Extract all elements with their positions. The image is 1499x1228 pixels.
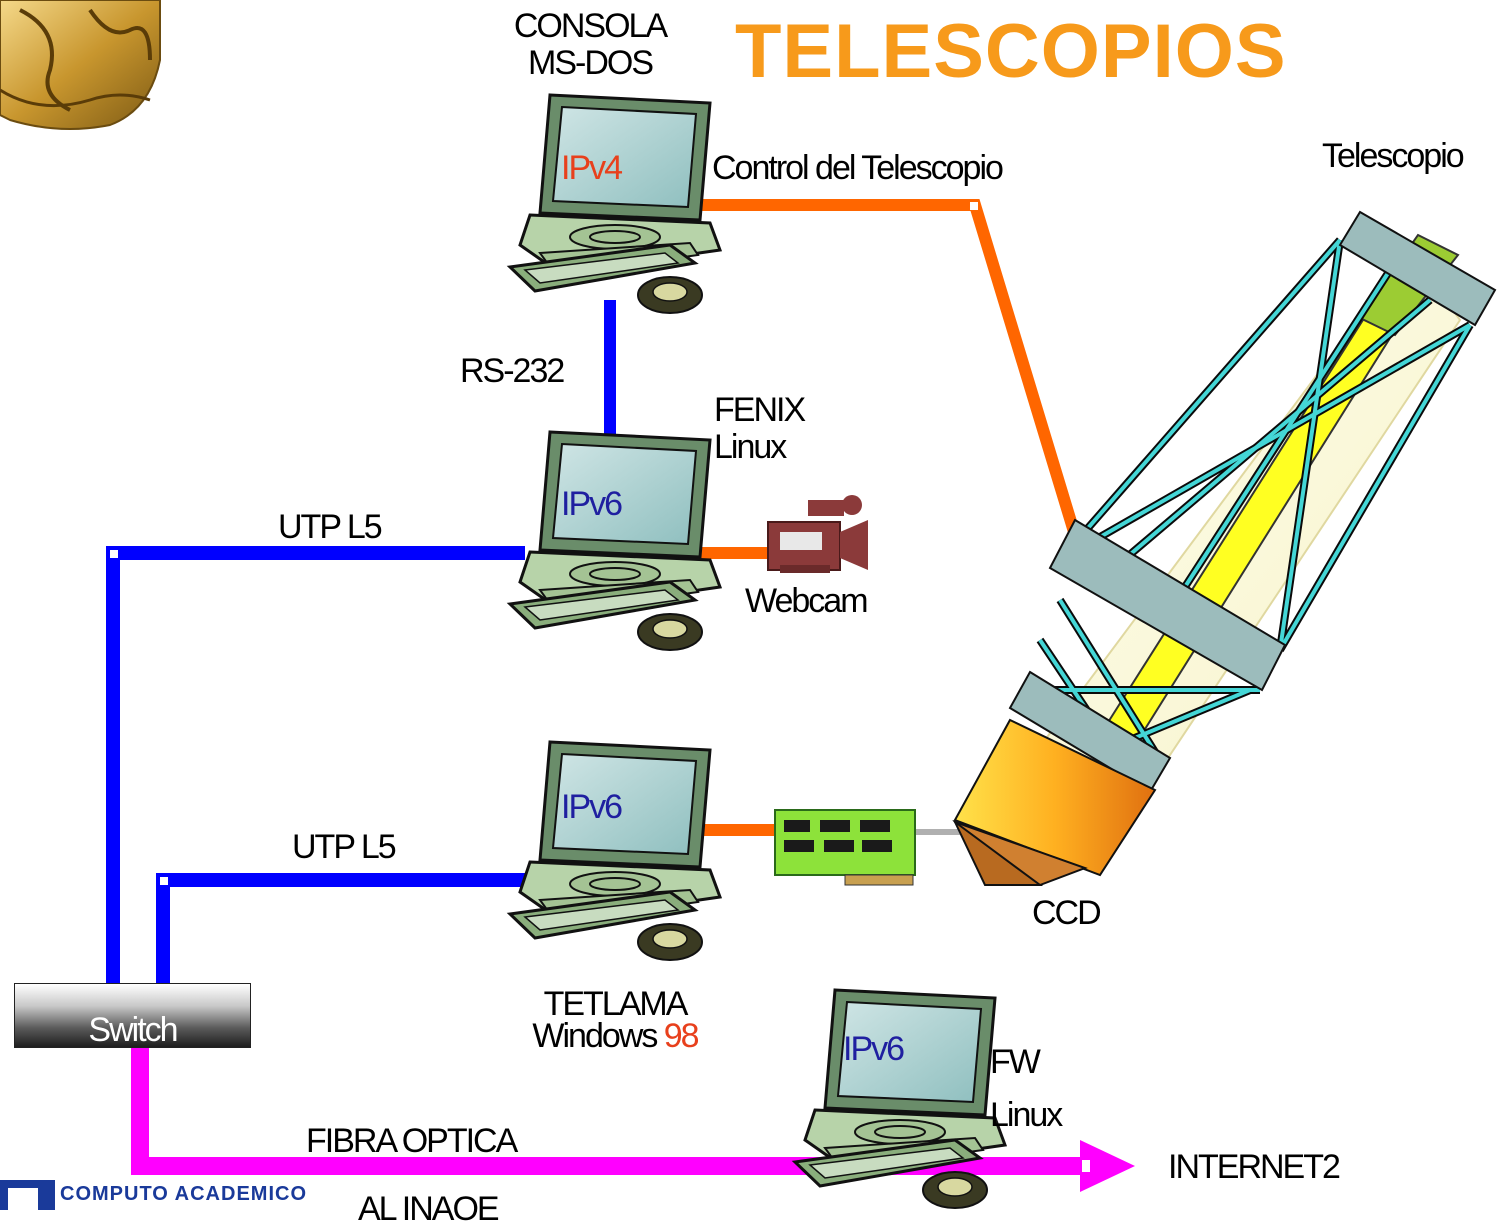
al-inaoe-label: AL INAOE <box>358 1190 500 1228</box>
ccd-label: CCD <box>1032 894 1102 932</box>
network-switch: Switch <box>14 983 251 1049</box>
control-link-label: Control del Telescopio <box>712 149 1004 187</box>
tetlama-os-version: 98 <box>663 1017 700 1056</box>
internet2-label: INTERNET2 <box>1168 1148 1341 1186</box>
fw-ip: IPv6 <box>843 1030 905 1068</box>
telescope-label: Telescopio <box>1322 137 1465 175</box>
fibra-label: FIBRA OPTICA <box>306 1122 518 1160</box>
tetlama-label: TETLAMA Windows 98 <box>500 985 730 1056</box>
utp-link-bottom <box>156 873 530 998</box>
fw-computer <box>793 988 1007 1210</box>
fenix-label: FENIX Linux <box>714 391 806 467</box>
fw-os: Linux <box>990 1095 1063 1134</box>
fw-name: FW <box>990 1043 1041 1081</box>
fenix-ip: IPv6 <box>561 485 623 523</box>
tetlama-ip: IPv6 <box>561 788 623 826</box>
capture-card-icon <box>774 809 916 886</box>
unam-crest-logo <box>0 0 161 130</box>
computo-logo-text: COMPUTO ACADEMICO <box>60 1183 307 1205</box>
switch-label: Switch <box>88 1011 178 1049</box>
consola-ip: IPv4 <box>561 149 623 187</box>
consola-label: CONSOLA MS-DOS <box>500 7 680 83</box>
ccd-cone <box>954 821 1044 886</box>
fw-label: FW Linux <box>990 1036 1063 1141</box>
telescope <box>952 210 1497 887</box>
fiber-arrow <box>1080 1140 1135 1192</box>
fenix-computer <box>508 430 722 652</box>
control-link <box>695 199 1084 547</box>
fenix-name: FENIX <box>714 391 806 429</box>
fiber-link <box>131 1040 1088 1175</box>
page-title: TELESCOPIOS <box>735 9 1287 94</box>
computo-academico-logo <box>0 1180 55 1210</box>
tetlama-name: TETLAMA <box>543 985 689 1023</box>
webcam-icon <box>767 495 868 573</box>
consola-computer <box>508 93 722 315</box>
tetlama-computer <box>508 740 722 962</box>
utp-bottom-label: UTP L5 <box>292 828 397 866</box>
utp-link-top <box>106 546 525 983</box>
consola-name: CONSOLA <box>513 7 668 45</box>
tetlama-os: Windows <box>532 1017 664 1056</box>
consola-os: MS-DOS <box>528 44 654 83</box>
utp-top-label: UTP L5 <box>278 508 383 546</box>
fenix-os: Linux <box>714 428 787 467</box>
webcam-label: Webcam <box>745 582 869 620</box>
rs232-label: RS-232 <box>460 352 565 390</box>
